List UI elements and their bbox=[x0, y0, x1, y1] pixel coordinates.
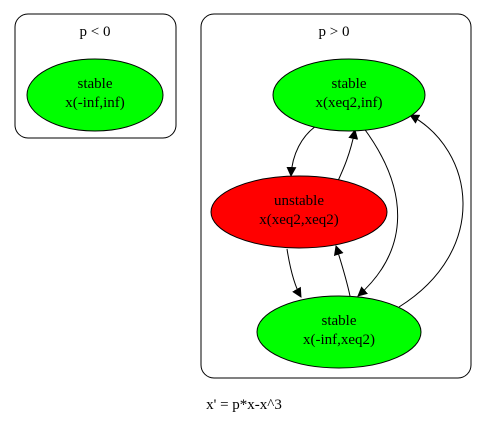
edge-top-to-mid bbox=[286, 125, 317, 177]
diagram-caption: x' = p*x-x^3 bbox=[206, 397, 282, 413]
node-bot-stable-shape bbox=[256, 295, 422, 369]
node-top-stable-state: stable bbox=[332, 76, 367, 92]
node-bot-stable-range: x(-inf,xeq2) bbox=[303, 332, 375, 348]
node-mid-unstable-state: unstable bbox=[274, 193, 324, 209]
node-bot-stable: stable x(-inf,xeq2) bbox=[256, 295, 422, 369]
edge-top-to-bot bbox=[357, 126, 399, 297]
edges bbox=[286, 114, 464, 308]
cluster-p-negative-frame bbox=[14, 13, 177, 139]
edge-mid-to-top bbox=[336, 129, 359, 184]
node-mid-unstable-range: x(xeq2,xeq2) bbox=[259, 212, 339, 228]
node-top-stable-shape bbox=[272, 58, 426, 132]
cluster-p-negative-label: p < 0 bbox=[80, 24, 111, 40]
node-neg-stable: stable x(-inf,inf) bbox=[26, 58, 164, 132]
edge-bot-to-mid bbox=[333, 245, 351, 297]
node-mid-unstable: unstable x(xeq2,xeq2) bbox=[210, 175, 388, 249]
node-top-stable: stable x(xeq2,inf) bbox=[272, 58, 426, 132]
node-neg-stable-shape bbox=[26, 58, 164, 132]
node-mid-unstable-shape bbox=[210, 175, 388, 249]
cluster-p-positive-label: p > 0 bbox=[319, 24, 350, 40]
node-neg-stable-state: stable bbox=[78, 76, 113, 92]
cluster-p-negative: p < 0 bbox=[14, 13, 177, 139]
edge-mid-to-bot bbox=[286, 248, 302, 298]
node-top-stable-range: x(xeq2,inf) bbox=[315, 95, 382, 111]
cluster-p-positive: p > 0 bbox=[200, 13, 472, 379]
node-neg-stable-range: x(-inf,inf) bbox=[65, 95, 125, 111]
cluster-p-positive-frame bbox=[200, 13, 472, 379]
edge-bot-to-top bbox=[398, 114, 464, 308]
node-bot-stable-state: stable bbox=[322, 313, 357, 329]
